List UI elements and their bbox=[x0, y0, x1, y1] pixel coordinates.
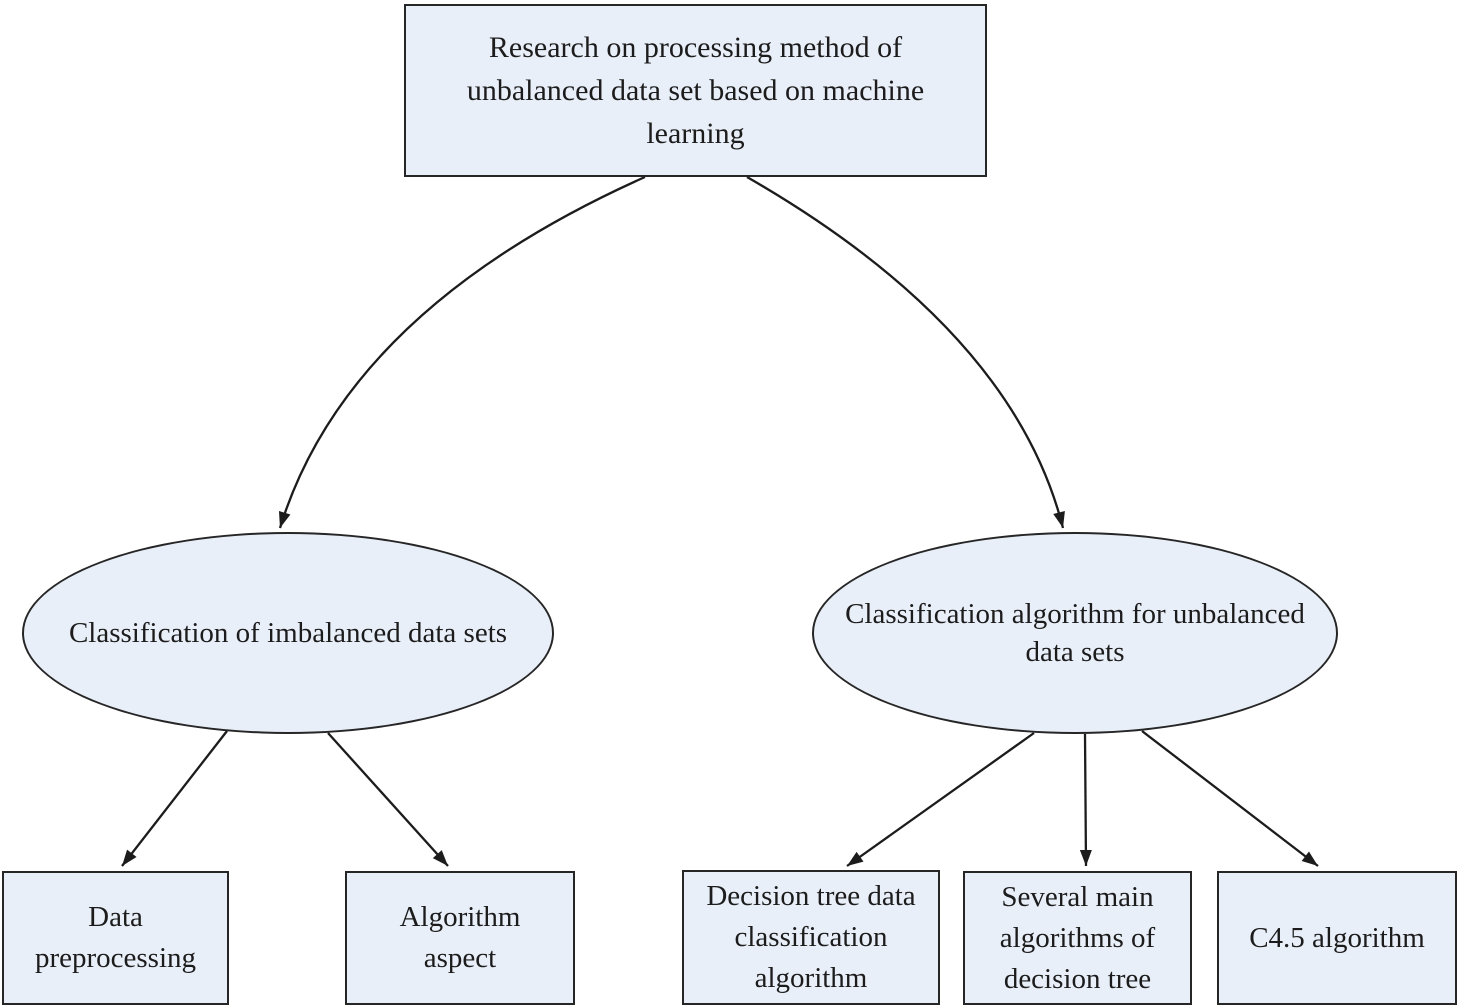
node-root: Research on processing method of unbalan… bbox=[404, 4, 987, 177]
node-main-algorithms-line-3: decision tree bbox=[1003, 962, 1152, 995]
node-algorithm-aspect-line-2: aspect bbox=[423, 942, 497, 974]
node-algorithm-aspect-line-1: Algorithm bbox=[399, 901, 521, 933]
node-main-algorithms-line-1: Several main bbox=[1001, 880, 1154, 913]
node-right-branch: Classification algorithm for unbalanced … bbox=[812, 532, 1338, 734]
node-left-branch: Classification of imbalanced data sets bbox=[22, 532, 554, 734]
node-right-branch-line-1: Classification algorithm for unbalanced bbox=[845, 598, 1305, 630]
node-data-preprocessing-line-2: preprocessing bbox=[34, 942, 197, 974]
node-data-preprocessing-line-1: Data bbox=[88, 901, 143, 933]
node-root-line-3: learning bbox=[646, 117, 745, 150]
arrow-right-branch-to-c45-algorithm bbox=[1141, 730, 1319, 867]
node-decision-tree-algorithm: Decision tree data classification algori… bbox=[682, 870, 940, 1005]
node-c45-algorithm: C4.5 algorithm bbox=[1217, 871, 1457, 1005]
node-decision-tree-algorithm-line-1: Decision tree data bbox=[706, 880, 916, 912]
node-c45-algorithm-line-1: C4.5 algorithm bbox=[1249, 921, 1425, 954]
node-root-line-2: unbalanced data set based on machine bbox=[466, 74, 925, 107]
arrow-right-branch-to-main-algorithms bbox=[1079, 733, 1092, 867]
node-right-branch-line-2: data sets bbox=[1025, 636, 1125, 668]
node-algorithm-aspect: Algorithm aspect bbox=[345, 871, 575, 1005]
arrow-root-to-left-branch bbox=[278, 175, 646, 529]
arrow-left-branch-to-algorithm-aspect bbox=[327, 732, 449, 867]
arrow-right-branch-to-decision-tree-algorithm bbox=[846, 732, 1035, 867]
arrow-root-to-right-branch bbox=[746, 176, 1065, 529]
node-main-algorithms-line-2: algorithms of bbox=[999, 921, 1156, 954]
node-main-algorithms: Several main algorithms of decision tree bbox=[963, 871, 1192, 1005]
node-decision-tree-algorithm-line-3: algorithm bbox=[754, 962, 868, 994]
node-data-preprocessing: Data preprocessing bbox=[2, 871, 229, 1005]
arrow-left-branch-to-data-preprocessing bbox=[121, 730, 228, 867]
node-root-line-1: Research on processing method of bbox=[488, 31, 903, 64]
node-decision-tree-algorithm-line-2: classification bbox=[734, 921, 888, 953]
node-left-branch-line-1: Classification of imbalanced data sets bbox=[68, 617, 508, 649]
